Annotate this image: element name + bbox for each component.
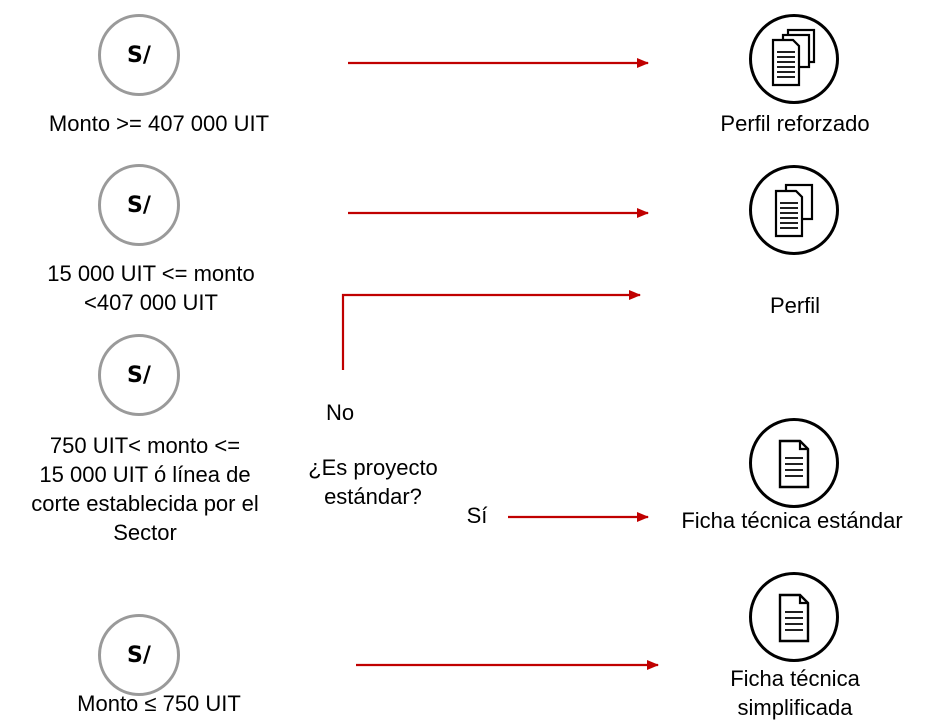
- arrow-no-branch: [341, 290, 641, 370]
- condition-label: corte establecida por el: [31, 491, 259, 516]
- coin-icon: S/: [98, 614, 180, 696]
- result-label: simplificada: [737, 695, 853, 720]
- currency-symbol: S/: [127, 642, 151, 668]
- result-label: Perfil: [769, 293, 821, 318]
- condition-label: Monto >= 407 000 UIT: [48, 111, 270, 136]
- condition-label: 15 000 UIT ó línea de: [39, 462, 251, 487]
- no-label: No: [325, 400, 355, 425]
- condition-label: 750 UIT< monto <=: [49, 433, 241, 458]
- currency-symbol: S/: [127, 192, 151, 218]
- coin-icon: S/: [98, 14, 180, 96]
- result-label: Ficha técnica: [730, 666, 860, 691]
- decision-question: estándar?: [324, 484, 422, 509]
- decision-question: ¿Es proyecto: [308, 455, 438, 480]
- condition-label: <407 000 UIT: [84, 290, 218, 315]
- currency-symbol: S/: [127, 362, 151, 388]
- condition-label: Monto ≤ 750 UIT: [77, 691, 241, 716]
- result-label: Perfil reforzado: [720, 111, 870, 136]
- single-document-icon: [749, 418, 839, 508]
- double-document-icon: [749, 165, 839, 255]
- coin-icon: S/: [98, 164, 180, 246]
- condition-label: Sector: [113, 520, 177, 545]
- condition-label: 15 000 UIT <= monto: [47, 261, 255, 286]
- yes-label: Sí: [466, 503, 488, 528]
- single-document-icon: [749, 572, 839, 662]
- currency-symbol: S/: [127, 42, 151, 68]
- triple-document-icon: [749, 14, 839, 104]
- coin-icon: S/: [98, 334, 180, 416]
- result-label: Ficha técnica estándar: [681, 508, 903, 533]
